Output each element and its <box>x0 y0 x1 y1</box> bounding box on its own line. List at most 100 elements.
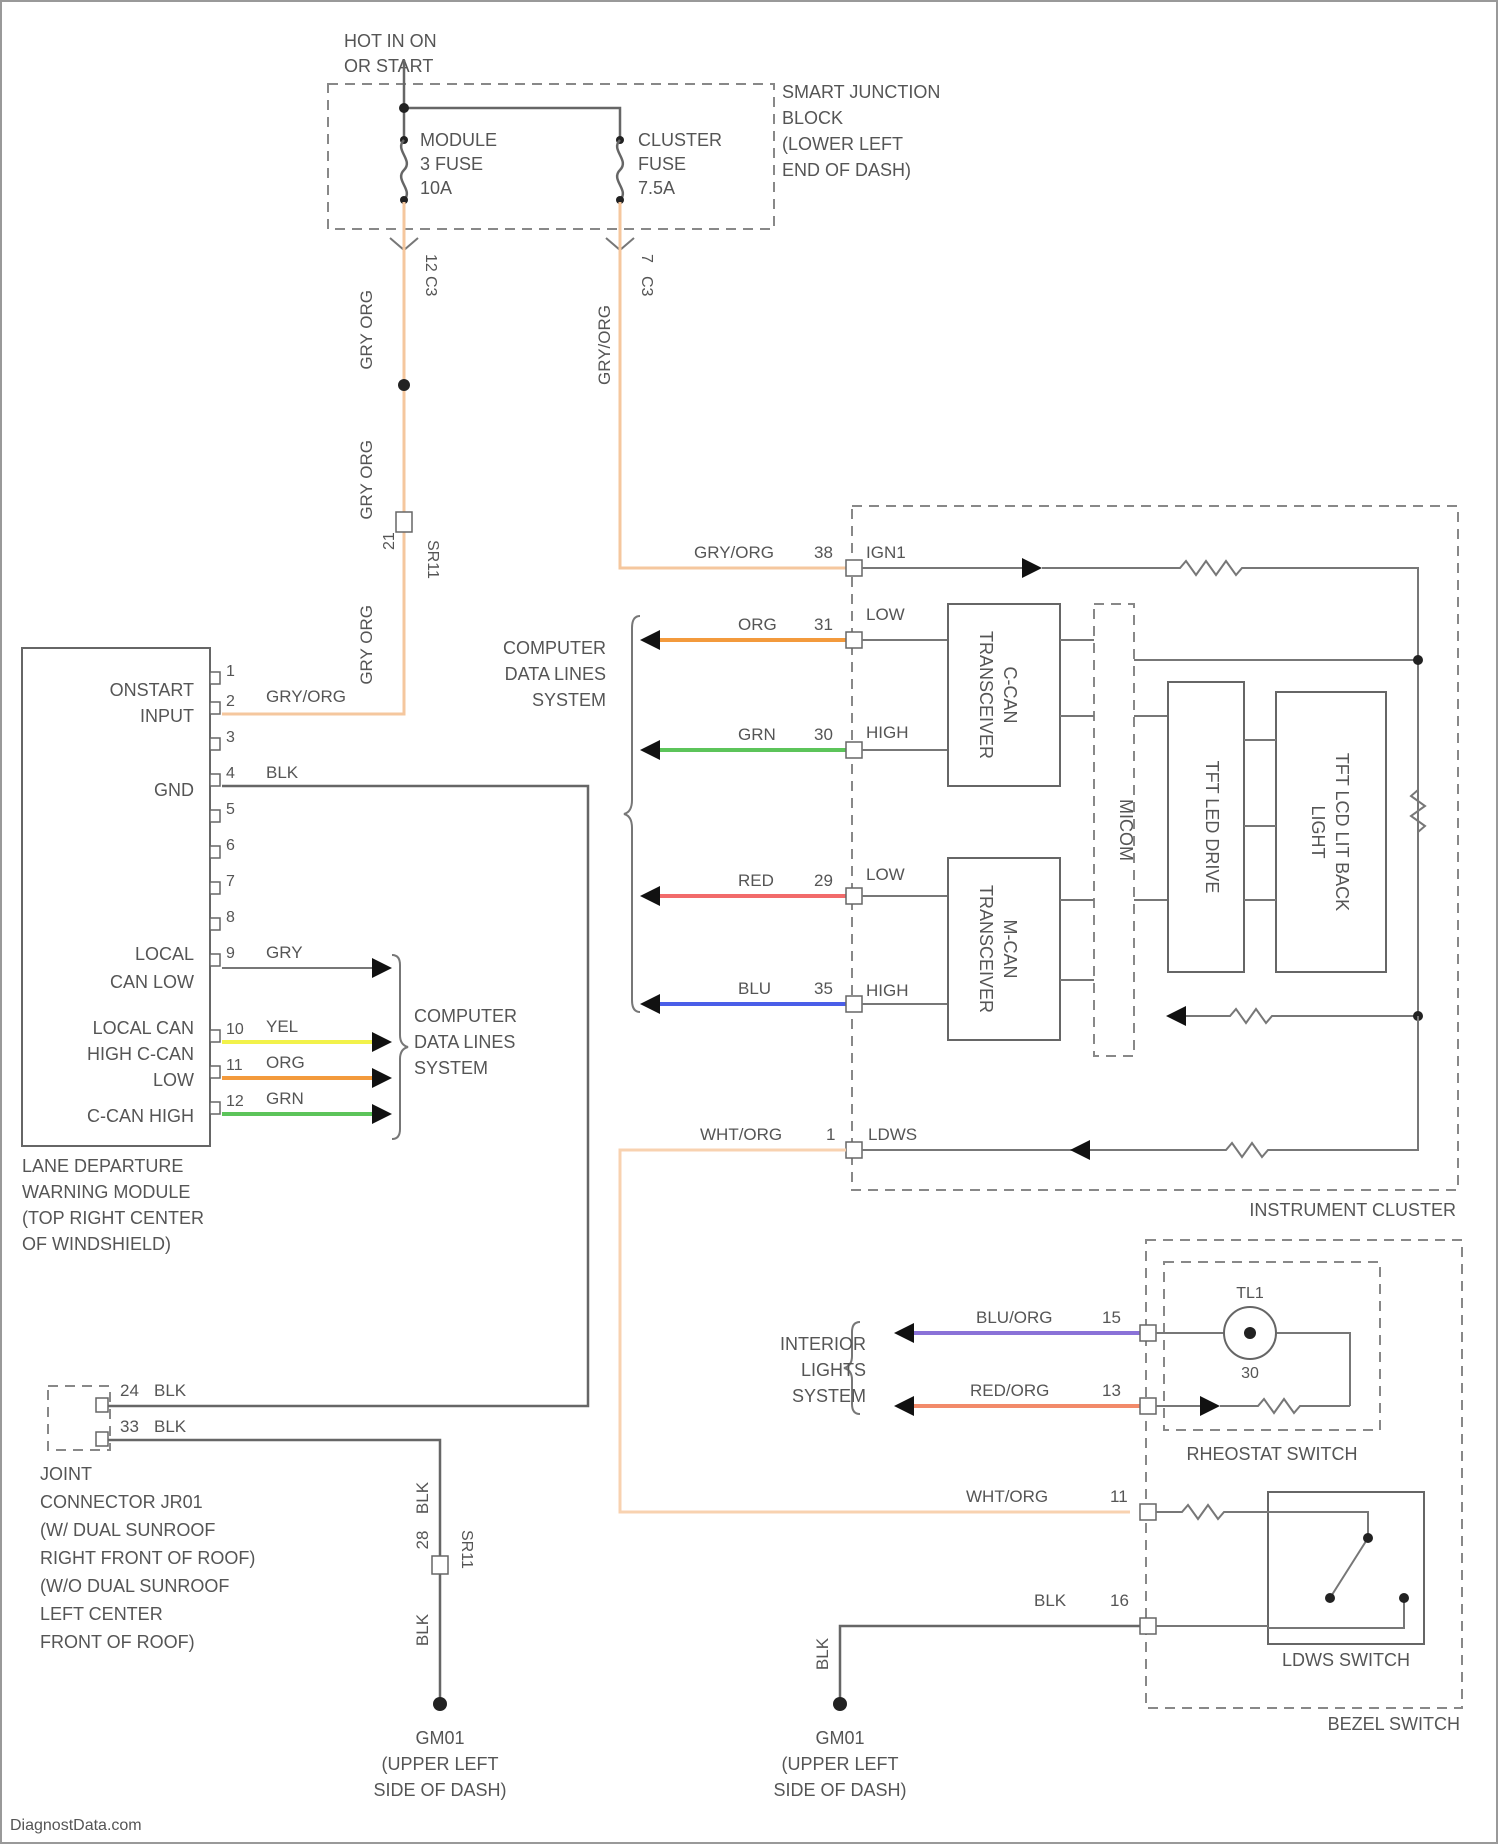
red-org-socket <box>1140 1398 1156 1414</box>
g1-l2: (UPPER LEFT <box>381 1754 498 1774</box>
tft-lcd-box <box>1276 692 1386 972</box>
ground-2-icon <box>833 1697 847 1711</box>
ldw-cdl-l3: SYSTEM <box>414 1058 488 1078</box>
blk-wire-label: BLK <box>1034 1591 1067 1610</box>
red-org-pin: 13 <box>1102 1381 1121 1400</box>
onstart-label-l2: INPUT <box>140 706 194 726</box>
red-org-label: RED/ORG <box>970 1381 1049 1400</box>
ldw-wire-pin4: BLK <box>266 763 299 782</box>
row1-wire-label: ORG <box>738 615 777 634</box>
ign-arrow <box>1022 558 1042 578</box>
rheo-arrow <box>1200 1396 1220 1416</box>
m-can-l1: M-CAN <box>1000 920 1020 979</box>
ldw-pin-socket <box>210 810 220 822</box>
ground-splice-wire: BLK <box>413 1481 432 1514</box>
switch-pivot <box>1363 1533 1373 1543</box>
jc-l4: RIGHT FRONT OF ROOF) <box>40 1548 255 1568</box>
cluster-cdl-l3: SYSTEM <box>532 690 606 710</box>
ldw-pin-number: 6 <box>226 837 235 854</box>
ldw-pin-number: 1 <box>226 663 235 680</box>
splice-connector <box>396 512 412 532</box>
ground-splice-pin: 28 <box>413 1531 432 1550</box>
ign-pin-socket <box>846 560 862 576</box>
row2-label: HIGH <box>866 723 909 742</box>
rheostat-label: RHEOSTAT SWITCH <box>1187 1444 1358 1464</box>
wht-org-pin: 11 <box>1110 1487 1128 1506</box>
row4-arrow <box>640 994 660 1014</box>
interior-l1: INTERIOR <box>780 1334 866 1354</box>
g1-l3: SIDE OF DASH) <box>373 1780 506 1800</box>
blu-org-label: BLU/ORG <box>976 1308 1053 1327</box>
ldw-pin-number: 5 <box>226 801 235 818</box>
module-fuse-l1: MODULE <box>420 130 497 150</box>
wire-label-gry-org-cluster: GRY/ORG <box>595 305 614 385</box>
fuse-conn-right-pin: 7 <box>638 254 655 263</box>
ldw-wire-pin12: GRN <box>266 1089 304 1108</box>
module-fuse-l2: 3 FUSE <box>420 154 483 174</box>
lane-departure-module: 123456789101112 ONSTART INPUT GND LOCAL … <box>22 648 588 1406</box>
row1-arrow <box>640 630 660 650</box>
ldw-pin-socket <box>210 702 220 714</box>
ldw-pin-socket <box>210 918 220 930</box>
ldw-label-l3: (TOP RIGHT CENTER <box>22 1208 204 1228</box>
ground-pin-33: 33 <box>120 1417 139 1436</box>
ground-pin-24-socket <box>96 1398 108 1412</box>
ldw-pin-socket <box>210 954 220 966</box>
bezel-label: BEZEL SWITCH <box>1328 1714 1460 1734</box>
ground-wire-main <box>108 1440 440 1704</box>
ground-right-wire: BLK <box>813 1637 832 1670</box>
bulb-top-label: TL1 <box>1236 1285 1264 1302</box>
row3-label: LOW <box>866 865 905 884</box>
ldws-socket <box>846 1142 862 1158</box>
ldws-switch-resistor <box>1156 1505 1266 1519</box>
blk-socket <box>1140 1618 1156 1634</box>
micom-label: MICOM <box>1116 799 1136 861</box>
ldw-wire-pin2: GRY/ORG <box>266 687 346 706</box>
ldw-pin-socket <box>210 1030 220 1042</box>
ground-1-icon <box>433 1697 447 1711</box>
tft-drive-label: TFT LED DRIVE <box>1202 761 1222 894</box>
ground-section: 24 BLK 33 BLK BLK 28 SR11 BLK GM01 (UPPE… <box>40 1381 907 1800</box>
gry-org-wire-module <box>222 202 404 714</box>
cluster-cdl-l1: COMPUTER <box>503 638 606 658</box>
tft-links <box>1244 740 1276 900</box>
c-can-l1: C-CAN <box>1000 667 1020 724</box>
ldw-pin-number: 9 <box>226 945 235 962</box>
sjb-boundary <box>328 84 774 229</box>
fuse-conn-right-id: C3 <box>638 276 655 297</box>
cluster-row-grn: GRN 30 HIGH <box>640 723 948 760</box>
jc-l7: FRONT OF ROOF) <box>40 1632 195 1652</box>
ground-down-wire: BLK <box>413 1613 432 1646</box>
ldw-cdl-l1: COMPUTER <box>414 1006 517 1026</box>
g2-l2: (UPPER LEFT <box>781 1754 898 1774</box>
c-can-l2: TRANSCEIVER <box>976 631 996 759</box>
transceiver-to-micom <box>1060 640 1094 980</box>
rheo-resistor <box>1220 1399 1350 1413</box>
local-can-high-l3: LOW <box>153 1070 194 1090</box>
red-arrow <box>894 1396 914 1416</box>
ground-pin-33-socket <box>96 1432 108 1446</box>
bus-node-left <box>399 103 409 113</box>
ldw-pin-socket <box>210 1066 220 1078</box>
g1-l1: GM01 <box>415 1728 464 1748</box>
lower-resistor-line <box>1186 1009 1418 1023</box>
gnd-label: GND <box>154 780 194 800</box>
cluster-row-org: ORG 31 LOW <box>640 605 948 650</box>
sjb-label-l3: (LOWER LEFT <box>782 134 903 154</box>
ldw-pin-group: 123456789101112 <box>210 663 244 1114</box>
cluster-fuse-symbol <box>617 140 623 200</box>
ldws-label: LDWS <box>868 1125 917 1144</box>
tft-right-l2: LIGHT <box>1308 805 1328 858</box>
row1-label: LOW <box>866 605 905 624</box>
jc-l1: JOINT <box>40 1464 92 1484</box>
local-can-low-l2: CAN LOW <box>110 972 194 992</box>
g2-l3: SIDE OF DASH) <box>773 1780 906 1800</box>
sjb-label-l4: END OF DASH) <box>782 160 911 180</box>
wire-label-gry-org-b: GRY ORG <box>357 440 376 520</box>
ldw-pin-number: 4 <box>226 765 235 782</box>
row4-label: HIGH <box>866 981 909 1000</box>
bezel-switch: BEZEL SWITCH RHEOSTAT SWITCH INTERIOR LI… <box>780 1240 1462 1734</box>
row1-socket <box>846 632 862 648</box>
ldw-pin-number: 7 <box>226 873 235 890</box>
